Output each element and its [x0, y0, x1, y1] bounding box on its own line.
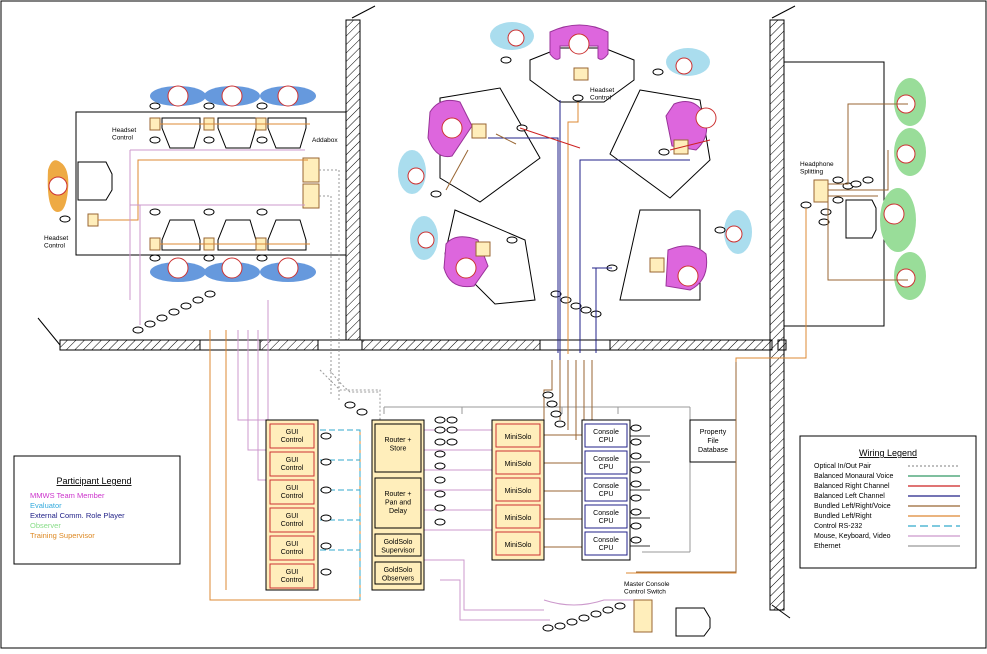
center-room-stations: [398, 22, 752, 305]
participant-legend-item: Evaluator: [30, 501, 62, 510]
participant-legend-item: Training Supervisor: [30, 531, 95, 540]
router-box: [374, 561, 422, 585]
training-supervisor: [47, 160, 69, 212]
minisolo-label: MiniSolo: [505, 461, 532, 468]
minisolo-label: MiniSolo: [505, 515, 532, 522]
minisolo-label: MiniSolo: [505, 542, 532, 549]
console-cpu-box: [584, 531, 628, 556]
gui-control-box: [269, 563, 315, 589]
right-room: [783, 61, 885, 327]
console-cpu-box: [584, 423, 628, 448]
left-room-wires: [98, 123, 340, 400]
router-box: [374, 477, 422, 529]
property-file-database-box: [689, 419, 737, 463]
right-room-observers: [813, 78, 926, 300]
wiring-legend-label: Bundled Left/Right: [814, 513, 872, 520]
left-room-consoles: [77, 117, 307, 251]
gui-control-box: [269, 479, 315, 505]
console-cpu-box: [584, 450, 628, 475]
building-walls: [37, 5, 796, 619]
rack-wires: [209, 300, 650, 621]
console-cpu-box: [584, 504, 628, 529]
minisolo-label: MiniSolo: [505, 488, 532, 495]
participant-legend: Participant Legend MMWS Team MemberEvalu…: [13, 455, 181, 565]
right-connectors: [800, 176, 874, 226]
participant-legend-item: External Comm. Role Player: [30, 511, 125, 520]
router-box-label: Router +Store: [384, 437, 411, 453]
left-room-participants-top: [150, 85, 316, 107]
minisolo-box: [495, 531, 541, 556]
vertical-bundles: [636, 362, 737, 573]
wall-doors: [199, 339, 611, 351]
wiring-legend-label: Balanced Monaural Voice: [814, 473, 893, 480]
participant-legend-title: Participant Legend: [56, 476, 131, 486]
gui-control-box: [269, 451, 315, 477]
wiring-legend-label: Ethernet: [814, 543, 841, 550]
router-box: [374, 423, 422, 473]
participant-legend-item: MMWS Team Member: [30, 491, 105, 500]
gui-control-box: [269, 535, 315, 561]
gui-control-box: [269, 423, 315, 449]
minisolo-box: [495, 423, 541, 448]
center-wires: [445, 100, 711, 360]
addabox-label: Addabox: [312, 137, 338, 144]
console-cpu-box: [584, 477, 628, 502]
right-wires: [626, 103, 908, 574]
minisolo-box: [495, 477, 541, 502]
left-room-participants-bottom: [150, 257, 316, 282]
master-console-seat: [675, 607, 711, 637]
gui-control-box: [269, 507, 315, 533]
wiring-legend-label: Balanced Left Channel: [814, 493, 885, 500]
participant-legend-item: Observer: [30, 521, 61, 530]
router-box: [374, 533, 422, 557]
wiring-legend: Wiring Legend Optical In/Out PairBalance…: [799, 435, 977, 569]
minisolo-label: MiniSolo: [505, 434, 532, 441]
rack-connectors: [320, 391, 642, 632]
wiring-legend-label: Control RS-232: [814, 523, 862, 530]
minisolo-box: [495, 504, 541, 529]
wiring-legend-label: Optical In/Out Pair: [814, 463, 872, 470]
left-connectors: [59, 102, 268, 334]
minisolo-box: [495, 450, 541, 475]
wiring-legend-label: Bundled Left/Right/Voice: [814, 503, 891, 510]
wiring-legend-label: Balanced Right Channel: [814, 483, 890, 490]
wiring-legend-title: Wiring Legend: [859, 448, 917, 458]
master-console-switch-box: [633, 599, 653, 633]
wiring-legend-label: Mouse, Keyboard, Video: [814, 533, 891, 540]
